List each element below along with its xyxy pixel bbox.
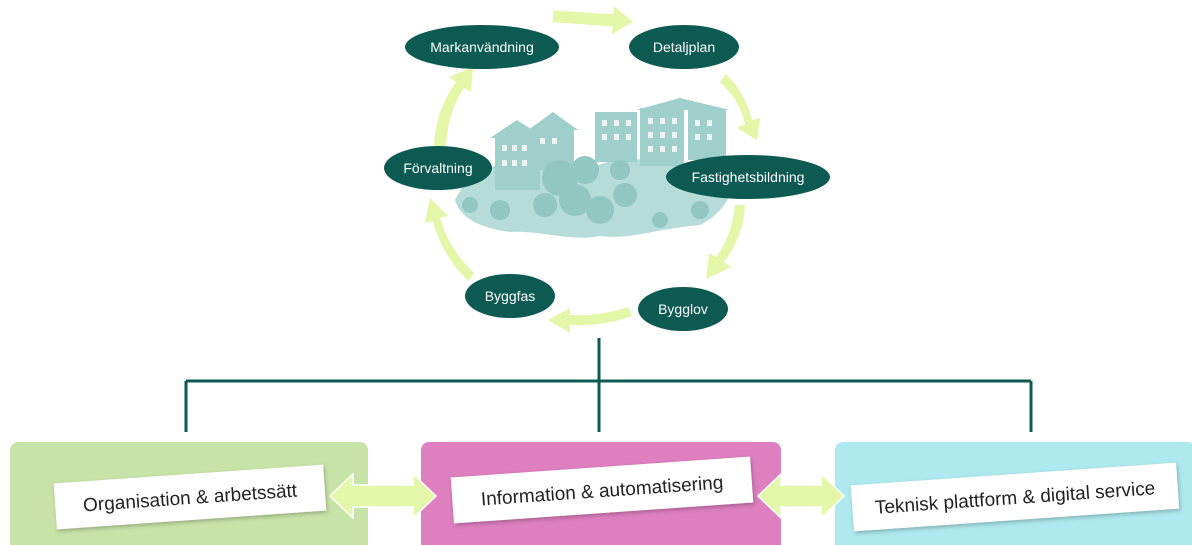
node-fastighetsbildning-label: Fastighetsbildning: [692, 169, 805, 185]
node-bygglov: Bygglov: [638, 287, 728, 331]
arrow-byggfas-to-forvaltning: [425, 198, 474, 281]
node-fastighetsbildning-shape: [666, 155, 830, 199]
cycle-arrows: [425, 6, 760, 333]
pillar-arrows: [328, 472, 846, 520]
double-arrow-left: [328, 472, 438, 520]
pillar-card-organisation: Organisation & arbetssätt: [53, 464, 327, 530]
node-markanvandning-label: Markanvändning: [430, 39, 534, 55]
pillar-card-information: Information & automatisering: [450, 456, 754, 524]
pillar-cards: Organisation & arbetssätt Information & …: [53, 456, 1180, 532]
arrow-forvaltning-to-markanvandning: [434, 67, 473, 146]
connector-lines: [184, 338, 1033, 432]
node-byggfas: Byggfas: [465, 274, 555, 318]
node-markanvandning: Markanvändning: [405, 25, 559, 69]
node-fastighetsbildning: Fastighetsbildning: [666, 155, 830, 199]
node-detaljplan-label: Detaljplan: [653, 39, 715, 55]
double-arrow-right: [756, 472, 846, 520]
node-detaljplan-shape: [629, 25, 739, 69]
node-detaljplan: Detaljplan: [629, 25, 739, 69]
arrow-markanvandning-to-detaljplan: [552, 6, 633, 35]
arrow-detaljplan-to-fastighetsbildning: [720, 74, 760, 140]
city-buildings-illustration: [455, 98, 735, 238]
cycle-nodes: Markanvändning DetaljplanFastighetsbildni…: [384, 25, 830, 331]
node-byggfas-shape: [465, 274, 555, 318]
node-forvaltning-shape: [384, 146, 492, 190]
node-forvaltning-label: Förvaltning: [403, 160, 472, 176]
pillar-card-teknisk: Teknisk plattform & digital service: [850, 462, 1180, 532]
arrow-bygglov-to-byggfas: [548, 307, 632, 333]
node-forvaltning: Förvaltning: [384, 146, 492, 190]
node-markanvandning-shape: [405, 25, 559, 69]
node-bygglov-label: Bygglov: [658, 301, 708, 317]
node-byggfas-label: Byggfas: [485, 288, 536, 304]
arrow-fastighetsbildning-to-bygglov: [706, 205, 745, 279]
node-bygglov-shape: [638, 287, 728, 331]
